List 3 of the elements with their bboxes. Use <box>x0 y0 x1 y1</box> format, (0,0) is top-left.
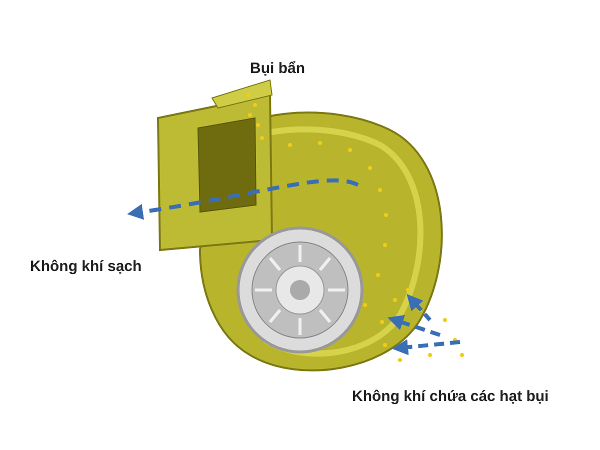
clean-air-label: Không khí sạch <box>30 258 142 275</box>
dusty-air-label: Không khí chứa các hạt bụi <box>352 388 549 405</box>
dust-label: Bụi bẩn <box>250 60 305 77</box>
